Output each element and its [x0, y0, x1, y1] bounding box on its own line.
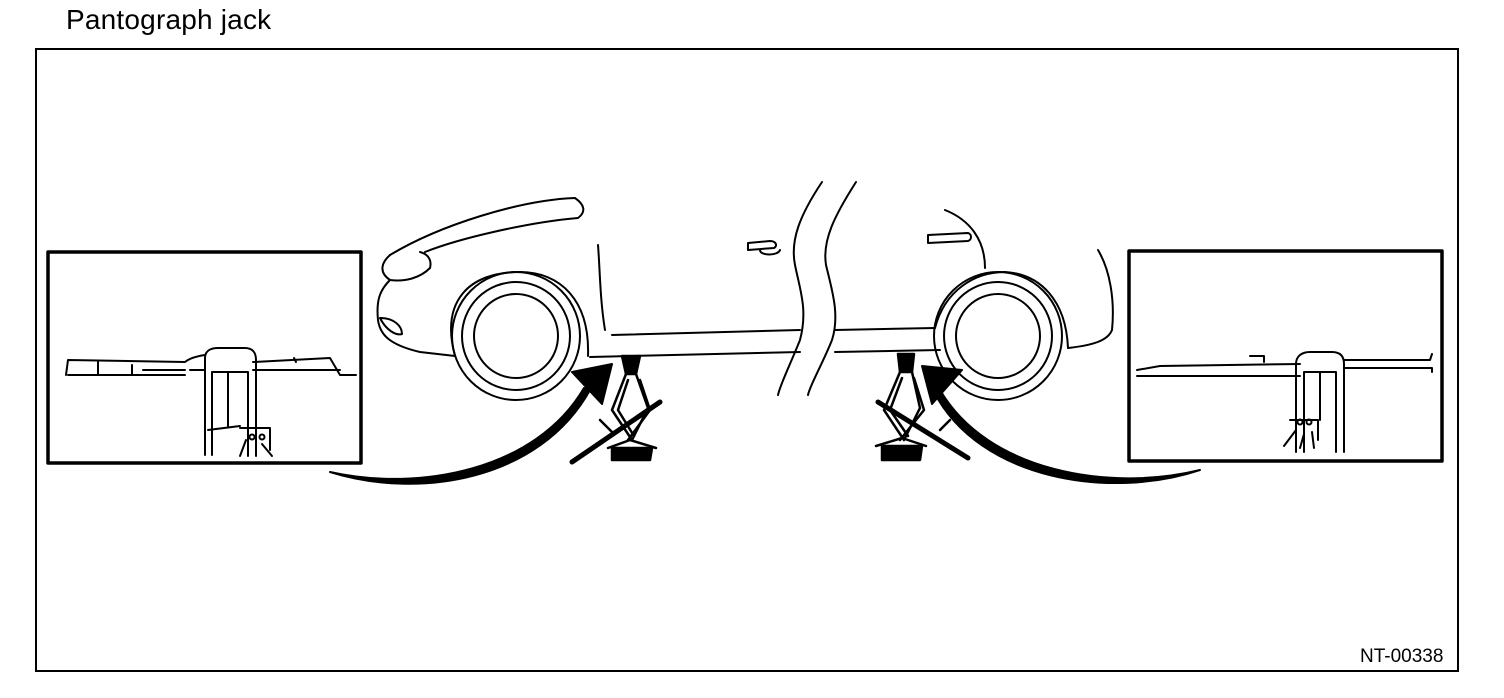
- rear-arrow-icon: [921, 365, 1201, 484]
- figure-code: NT-00338: [1360, 646, 1444, 667]
- front-wheel: [450, 271, 590, 401]
- car-outline: [376, 181, 1114, 396]
- front-arrow-icon: [329, 363, 613, 485]
- rear-jack-point-inset: [1127, 249, 1444, 463]
- front-jack-icon: [569, 354, 663, 465]
- rear-wheel: [933, 271, 1069, 401]
- diagram-frame: [35, 48, 1459, 672]
- rear-jack-icon: [874, 352, 971, 462]
- page-title: Pantograph jack: [66, 4, 272, 35]
- front-jack-point-inset: [46, 250, 363, 465]
